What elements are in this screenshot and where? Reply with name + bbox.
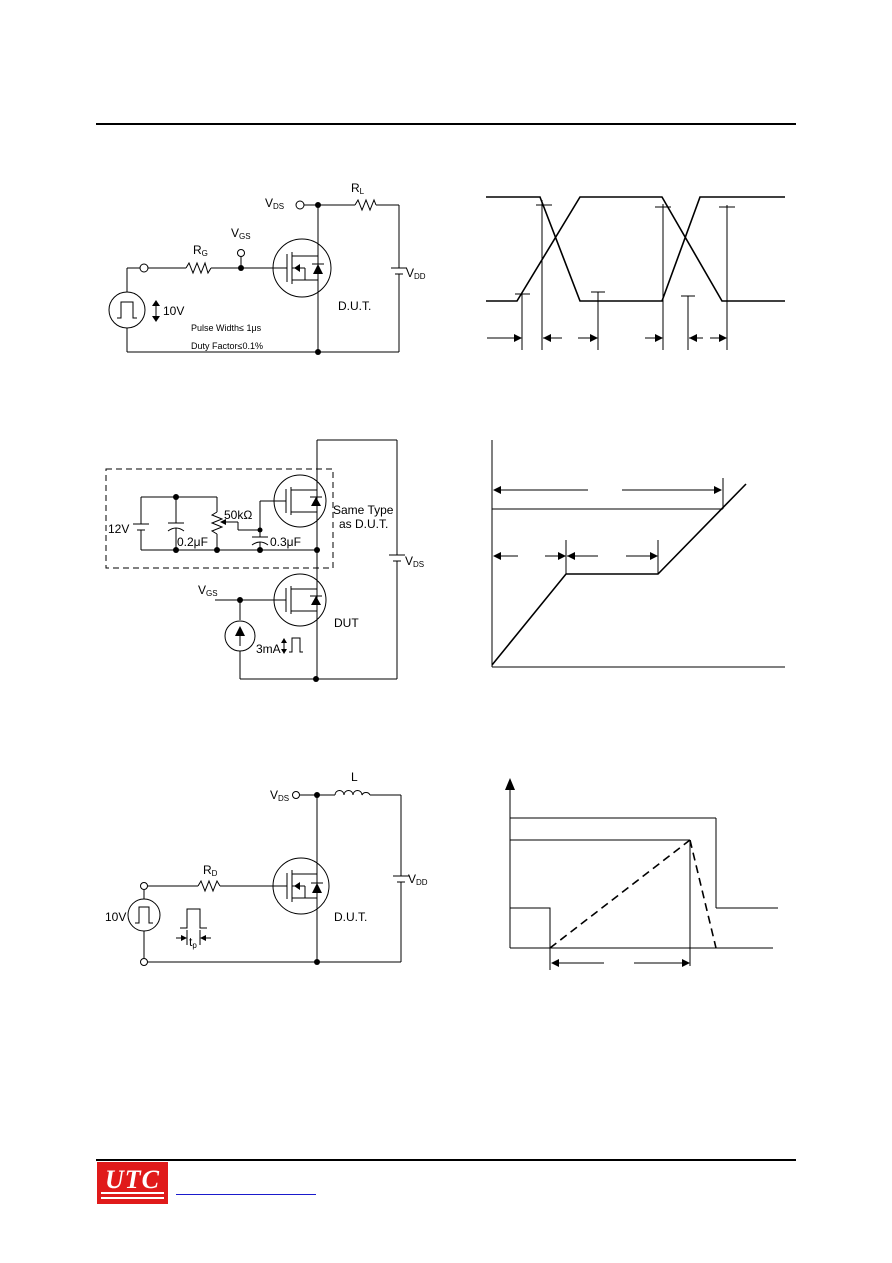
inductor-label: L [351, 770, 358, 784]
rl-label: RL [351, 181, 365, 196]
vdd-label: VDD [406, 266, 426, 281]
gate-charge-waveform [491, 440, 785, 668]
vdd-label-3: VDD [408, 872, 428, 887]
r-50k-label: 50kΩ [224, 508, 252, 522]
vgs-label-2: VGS [198, 583, 218, 598]
duty-factor-note: Duty Factor≤0.1% [191, 341, 263, 351]
dut-label: D.U.T. [338, 299, 371, 313]
switching-test-circuit: VDS RL VGS RG VDD 10V D.U.T. Pulse Width… [108, 181, 426, 355]
pulse-amplitude: 10V [163, 304, 184, 318]
3ma-label: 3mA [256, 642, 281, 656]
rg-label: RG [193, 243, 208, 258]
vgs-label: VGS [231, 226, 251, 241]
avalanche-waveforms [505, 778, 778, 970]
avalanche-test-circuit: L VDS RD VDD 10V D.U.T. tp [105, 770, 428, 966]
vds-label-2: VDS [405, 554, 424, 569]
dut-label-2: DUT [334, 616, 359, 630]
pulse-width-note: Pulse Width≤ 1μs [191, 323, 262, 333]
10v-label: 10V [105, 910, 126, 924]
c-0-2uf-label: 0.2μF [177, 535, 208, 549]
same-type-label: Same Type [333, 503, 394, 517]
as-dut-label: as D.U.T. [339, 517, 388, 531]
dut-label-3: D.U.T. [334, 910, 367, 924]
c-0-3uf-label: 0.3μF [270, 535, 301, 549]
vds-label-3: VDS [270, 788, 289, 803]
switching-waveforms [486, 196, 785, 350]
gate-charge-test-circuit: 12V 0.2μF 50kΩ 0.3μF Same Type as D.U.T.… [105, 439, 424, 682]
rd-label: RD [203, 863, 218, 878]
utc-logo: UTC [97, 1162, 168, 1204]
website-link[interactable] [176, 1194, 316, 1195]
vds-label: VDS [265, 196, 284, 211]
12v-label: 12V [108, 522, 129, 536]
tp-label: tp [189, 935, 197, 950]
